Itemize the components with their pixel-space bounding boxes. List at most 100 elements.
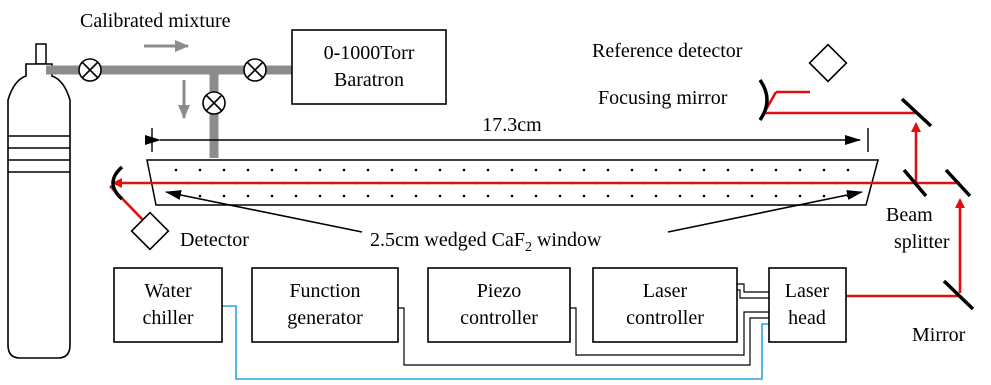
laser-head-line2: head [788, 307, 826, 329]
laser-beam-path [109, 90, 965, 298]
beam-splitter-label-2: splitter [894, 231, 950, 253]
molecule-dot [774, 168, 778, 172]
molecule-dot [318, 168, 322, 172]
control-cables [398, 283, 769, 366]
valve-2 [243, 58, 267, 82]
molecule-dot [654, 168, 658, 172]
function-generator: Function generator [251, 267, 399, 343]
laser-controller: Laser controller [592, 267, 738, 343]
molecule-dot [726, 168, 730, 172]
beam-splitter-left [902, 168, 928, 198]
valve-3 [202, 91, 226, 115]
molecule-dot [750, 168, 754, 172]
water-chiller-line1: Water [144, 280, 192, 302]
molecule-dot [678, 194, 682, 198]
window-pointer-left [165, 190, 363, 233]
molecule-dot [438, 194, 442, 198]
molecule-dot [822, 168, 826, 172]
molecule-dot [678, 168, 682, 172]
cell-length-label: 17.3cm [482, 114, 542, 136]
molecule-dot [414, 194, 418, 198]
molecule-dot [798, 168, 802, 172]
piezo-controller: Piezo controller [427, 267, 571, 343]
molecule-dot [270, 194, 274, 198]
molecule-dot [606, 194, 610, 198]
molecule-dot [342, 194, 346, 198]
laser-controller-line2: controller [626, 307, 704, 329]
molecule-dot [294, 194, 298, 198]
molecule-dot [846, 168, 850, 172]
reference-detector [808, 43, 848, 83]
molecule-dot [534, 194, 538, 198]
molecule-dot [462, 194, 466, 198]
molecule-dot [270, 168, 274, 172]
molecule-dot [486, 168, 490, 172]
molecule-dot [534, 168, 538, 172]
window-pointer-right [667, 190, 863, 233]
molecule-dot [390, 194, 394, 198]
cooling-water-line [222, 305, 769, 380]
end-mirror [111, 165, 124, 201]
molecule-dot [174, 194, 178, 198]
baratron-box [291, 29, 447, 105]
molecule-dot [606, 168, 610, 172]
baratron-line1: 0-1000Torr [324, 42, 415, 64]
molecule-dot [198, 194, 202, 198]
molecule-dot [414, 168, 418, 172]
molecule-dot [582, 194, 586, 198]
molecule-dot [702, 194, 706, 198]
valve-1 [78, 58, 102, 82]
molecule-dot [342, 168, 346, 172]
baratron-line2: Baratron [334, 69, 404, 91]
molecule-dot [222, 168, 226, 172]
gas-cylinder [7, 43, 71, 359]
molecule-dot [174, 168, 178, 172]
molecule-dot [246, 194, 250, 198]
water-chiller-line2: chiller [142, 307, 193, 329]
detector-label: Detector [180, 229, 249, 251]
molecule-dot [558, 168, 562, 172]
calibrated-mixture-label: Calibrated mixture [80, 10, 231, 32]
molecule-dot [774, 194, 778, 198]
molecule-dot [750, 194, 754, 198]
beam-splitter [944, 168, 972, 198]
laser-head: Laser head [768, 267, 847, 343]
window-label: 2.5cm wedged CaF2 window [370, 229, 602, 255]
molecule-dot [318, 194, 322, 198]
reference-detector-label: Reference detector [592, 40, 743, 62]
molecule-dot [294, 168, 298, 172]
piezo-controller-line1: Piezo [477, 280, 521, 302]
turning-mirror [942, 279, 975, 311]
molecule-dot [366, 168, 370, 172]
molecule-dot [630, 168, 634, 172]
molecule-dot [510, 168, 514, 172]
molecule-dot [366, 194, 370, 198]
molecule-dot [486, 194, 490, 198]
molecule-dot [558, 194, 562, 198]
mirror-label: Mirror [912, 324, 966, 346]
focusing-mirror-label: Focusing mirror [598, 87, 728, 109]
molecule-dot [462, 168, 466, 172]
water-chiller: Water chiller [113, 267, 223, 343]
molecule-dot [198, 168, 202, 172]
molecule-dot [246, 168, 250, 172]
molecule-dot [654, 194, 658, 198]
upper-fold-mirror [900, 97, 933, 128]
function-generator-line1: Function [289, 280, 360, 302]
beam-splitter-label-1: Beam [886, 204, 933, 226]
molecule-dot [390, 168, 394, 172]
molecule-dot [510, 194, 514, 198]
molecule-dot [582, 168, 586, 172]
detector [130, 211, 170, 251]
molecule-dot [798, 194, 802, 198]
function-generator-line2: generator [287, 307, 363, 329]
laser-controller-line1: Laser [643, 280, 688, 302]
focusing-mirror [758, 78, 769, 122]
laser-head-line1: Laser [785, 280, 830, 302]
molecule-dot [630, 194, 634, 198]
molecule-dot [438, 168, 442, 172]
piezo-controller-line2: controller [460, 307, 538, 329]
molecule-dot [822, 194, 826, 198]
molecule-dot [702, 168, 706, 172]
